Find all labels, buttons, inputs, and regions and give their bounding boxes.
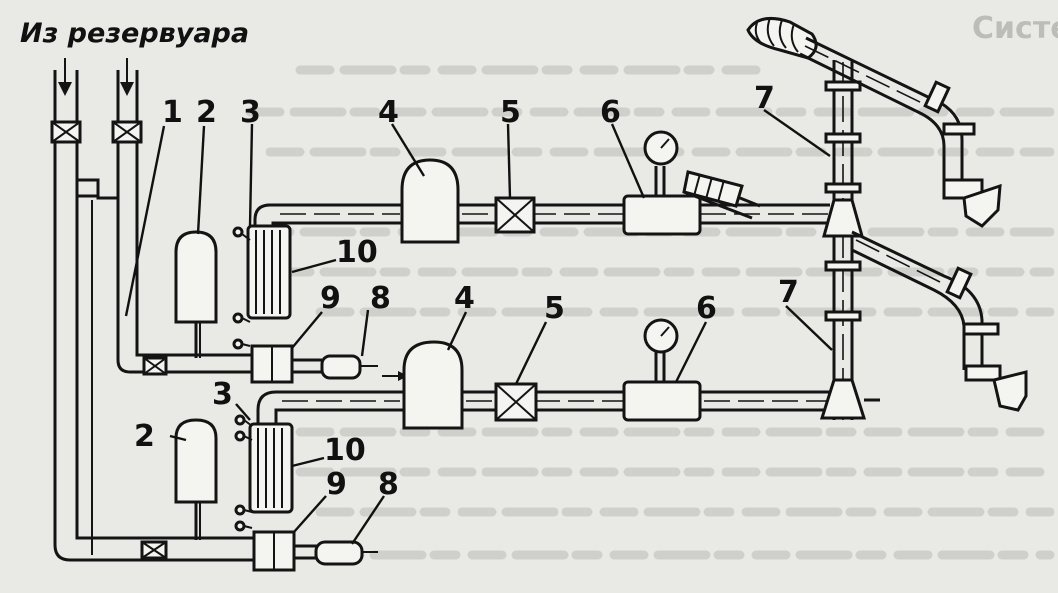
hose-lower [851,230,1000,370]
accumulator-2-upper [174,230,218,358]
pressure-gauge-upper [643,130,679,166]
callout-10-lower: 10 [324,433,366,468]
nozzle-upper [942,178,1002,228]
shutoff-valve-bottom [140,540,168,560]
callout-9-upper: 9 [320,281,341,316]
pump-8-upper [292,354,378,380]
lower-riser-pipe [256,390,406,424]
drain-taps-upper [232,226,251,350]
distributor-9-lower [252,530,296,572]
accumulator-2-lower [174,418,218,540]
inflow-arrow-right [120,58,134,96]
inflow-arrow-left [58,58,72,96]
supply-pipe-outer [53,70,265,562]
hose-reel-top [746,16,818,60]
meter-6-upper [622,166,702,236]
callout-4-lower: 4 [454,281,475,316]
background-header-text: Система [972,11,1058,46]
callout-4-upper: 4 [378,95,399,130]
meter-6-lower [622,352,702,422]
tank-4-upper [400,158,460,244]
valve-5-upper [494,196,536,234]
callout-7-lower: 7 [778,275,799,310]
shutoff-valve-left [50,120,82,144]
callout-7-upper: 7 [754,81,775,116]
hose-upper [799,36,976,190]
callout-numbers: 1 2 3 4 5 6 7 8 9 10 4 5 6 7 2 3 10 9 8 [134,81,799,502]
callout-8-upper: 8 [370,281,391,316]
pump-8-lower [294,540,378,566]
upper-side-hose [682,170,761,220]
callout-2-lower: 2 [134,419,155,454]
callout-6-upper: 6 [600,95,621,130]
pressure-gauge-lower [643,318,679,354]
supply-pipe-inner [116,70,258,374]
callout-9-lower: 9 [326,467,347,502]
nozzle-lower [964,364,1028,412]
tank-4-lower [402,340,464,430]
crossover-pipe [77,178,118,200]
callout-6-lower: 6 [696,291,717,326]
callout-3-lower: 3 [212,377,233,412]
valve-5-lower [494,382,538,422]
callout-2-upper: 2 [196,95,217,130]
callout-8-lower: 8 [378,467,399,502]
callout-10-upper: 10 [336,235,378,270]
filter-10-upper [246,224,292,320]
callout-5-upper: 5 [500,95,521,130]
nozzle-base-lower [819,378,880,420]
callout-5-lower: 5 [544,291,565,326]
distributor-9-upper [250,344,294,384]
upper-riser-pipe [253,203,410,226]
callout-leaders [124,109,833,545]
drain-taps-lower [234,414,253,532]
callout-3-upper: 3 [240,95,261,130]
filter-10-lower [248,422,294,514]
standpipe-7 [824,60,862,420]
shutoff-valve-right [111,120,143,144]
source-label: Из резервуара [20,18,249,49]
shutoff-valve-mid [142,356,168,376]
callout-1: 1 [162,95,183,130]
